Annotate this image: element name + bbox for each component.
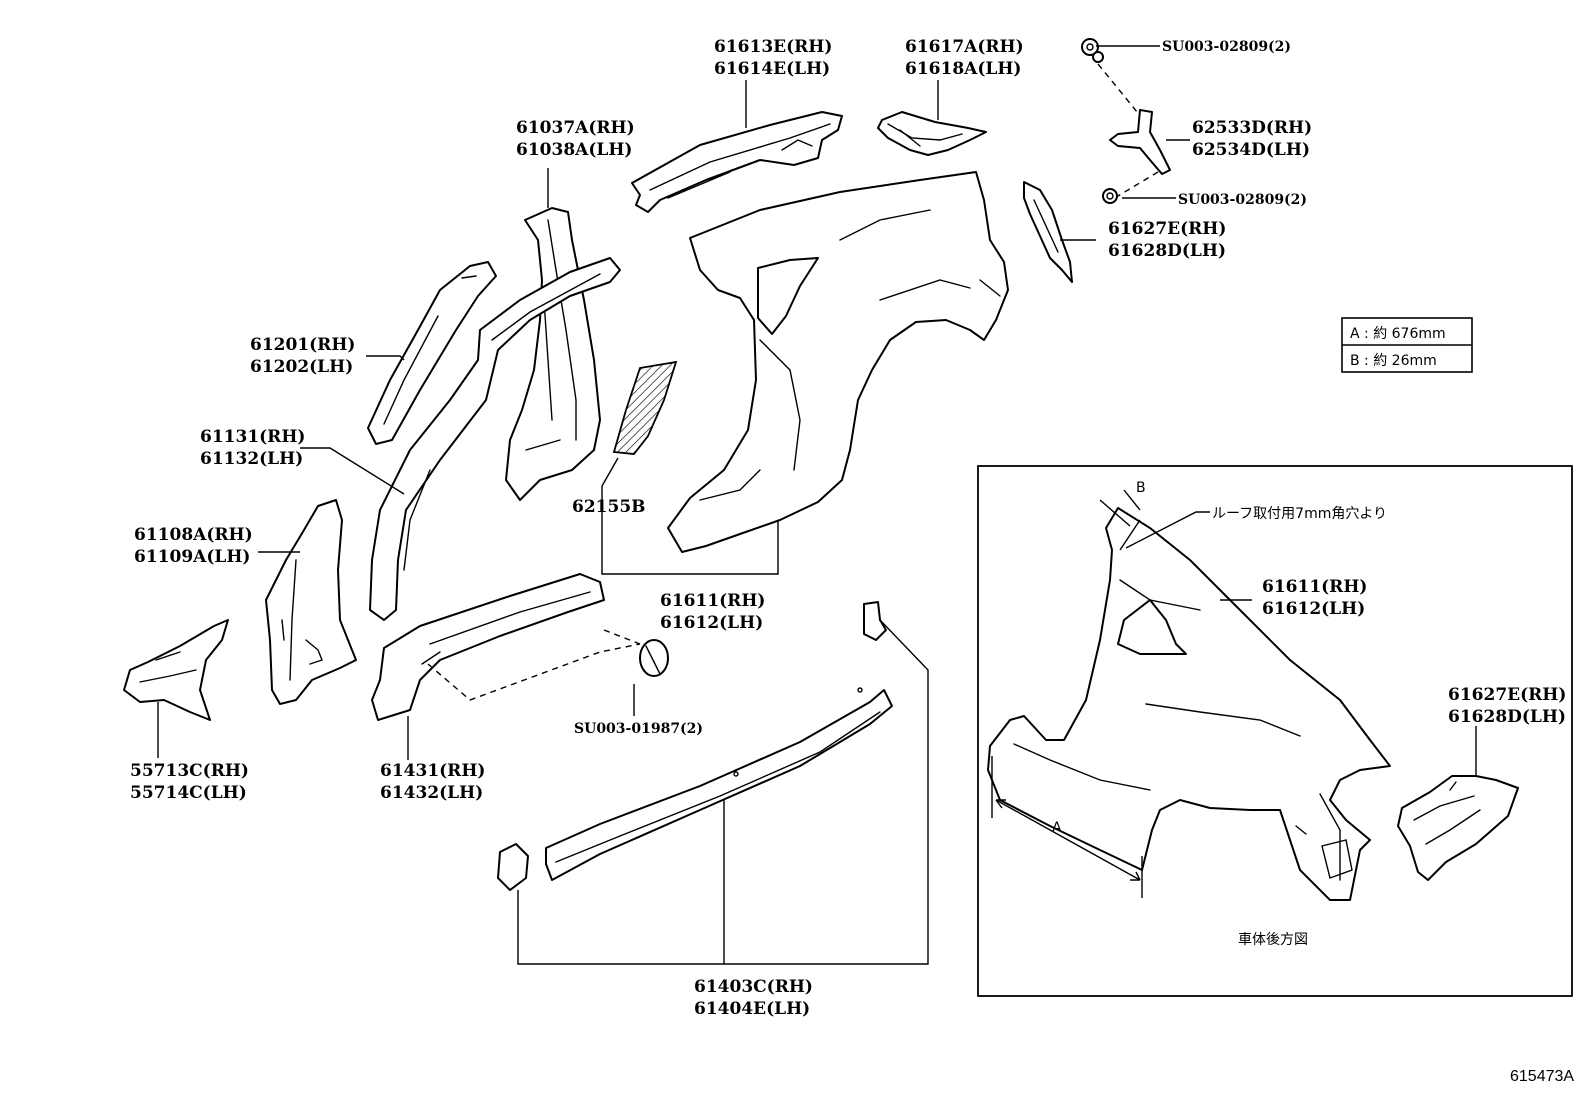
label-61612: 61612(LH) bbox=[660, 613, 763, 633]
label-61404E: 61404E(LH) bbox=[694, 999, 810, 1019]
inset-dim-b: B bbox=[1136, 480, 1146, 496]
inset-label-61627E: 61627E(RH) bbox=[1448, 685, 1566, 705]
illustration-id: 615473A bbox=[1510, 1068, 1574, 1085]
label-61038A: 61038A(LH) bbox=[516, 140, 632, 160]
label-61132: 61132(LH) bbox=[200, 449, 303, 469]
label-61431: 61431(RH) bbox=[380, 761, 485, 781]
label-61403C: 61403C(RH) bbox=[694, 977, 813, 997]
leader-lines bbox=[157, 45, 1190, 965]
center-pillar-reinforcement-part bbox=[505, 207, 601, 501]
label-61037A: 61037A(RH) bbox=[516, 118, 635, 138]
center-pillar-lower-part bbox=[265, 499, 357, 705]
label-61432: 61432(LH) bbox=[380, 783, 483, 803]
rear-view-inset: A B ルーフ取付用7mm角穴より 61611(RH) 61612(LH) 61… bbox=[977, 465, 1573, 997]
label-fastener-top: SU003-02809(2) bbox=[1162, 39, 1291, 55]
label-62533D: 62533D(RH) bbox=[1192, 118, 1312, 138]
label-61202: 61202(LH) bbox=[250, 357, 353, 377]
inset-label-61628D: 61628D(LH) bbox=[1448, 707, 1566, 727]
dimension-table: A : 約 676mm B : 約 26mm bbox=[1341, 317, 1473, 373]
label-62155B: 62155B bbox=[572, 497, 646, 517]
label-61109A: 61109A(LH) bbox=[134, 547, 250, 567]
inset-dim-a: A bbox=[1052, 820, 1062, 836]
dimension-b-text: B : 約 26mm bbox=[1350, 353, 1437, 369]
quarter-reinforcement-patch bbox=[612, 360, 678, 455]
inset-note: ルーフ取付用7mm角穴より bbox=[1212, 506, 1387, 522]
front-pillar-outer-part bbox=[369, 257, 621, 621]
label-62534D: 62534D(LH) bbox=[1192, 140, 1310, 160]
label-61611: 61611(RH) bbox=[660, 591, 765, 611]
label-61131: 61131(RH) bbox=[200, 427, 305, 447]
roof-side-rail-part bbox=[631, 111, 843, 213]
label-61628D-top: 61628D(LH) bbox=[1108, 241, 1226, 261]
label-61614E: 61614E(LH) bbox=[714, 59, 830, 79]
label-55714C: 55714C(LH) bbox=[130, 783, 247, 803]
hole-plug-part bbox=[639, 639, 669, 677]
inset-title: 車体後方図 bbox=[1238, 931, 1308, 948]
cowl-side-part bbox=[123, 619, 229, 721]
quarter-extension-part bbox=[1023, 181, 1073, 283]
label-61617A: 61617A(RH) bbox=[905, 37, 1024, 57]
label-61108A: 61108A(RH) bbox=[134, 525, 253, 545]
rocker-panel-part bbox=[371, 573, 641, 721]
dimension-a-text: A : 約 676mm bbox=[1350, 326, 1446, 342]
label-fastener-mid: SU003-02809(2) bbox=[1178, 192, 1307, 208]
inset-label-61612: 61612(LH) bbox=[1262, 599, 1365, 619]
rear-pillar-bracket-part bbox=[877, 111, 987, 156]
hinge-bracket-part bbox=[1081, 38, 1171, 204]
label-61613E: 61613E(RH) bbox=[714, 37, 832, 57]
label-61618A: 61618A(LH) bbox=[905, 59, 1021, 79]
quarter-panel-part bbox=[667, 171, 1009, 553]
rocker-sill-part bbox=[497, 601, 893, 891]
label-61201: 61201(RH) bbox=[250, 335, 355, 355]
part-numbers: 61613E(RH) 61614E(LH) 61617A(RH) 61618A(… bbox=[130, 37, 1312, 1019]
label-55713C: 55713C(RH) bbox=[130, 761, 249, 781]
label-plug: SU003-01987(2) bbox=[574, 721, 703, 737]
roof-side-inner-rail-part bbox=[367, 261, 497, 445]
label-61627E-top: 61627E(RH) bbox=[1108, 219, 1226, 239]
inset-label-61611: 61611(RH) bbox=[1262, 577, 1367, 597]
